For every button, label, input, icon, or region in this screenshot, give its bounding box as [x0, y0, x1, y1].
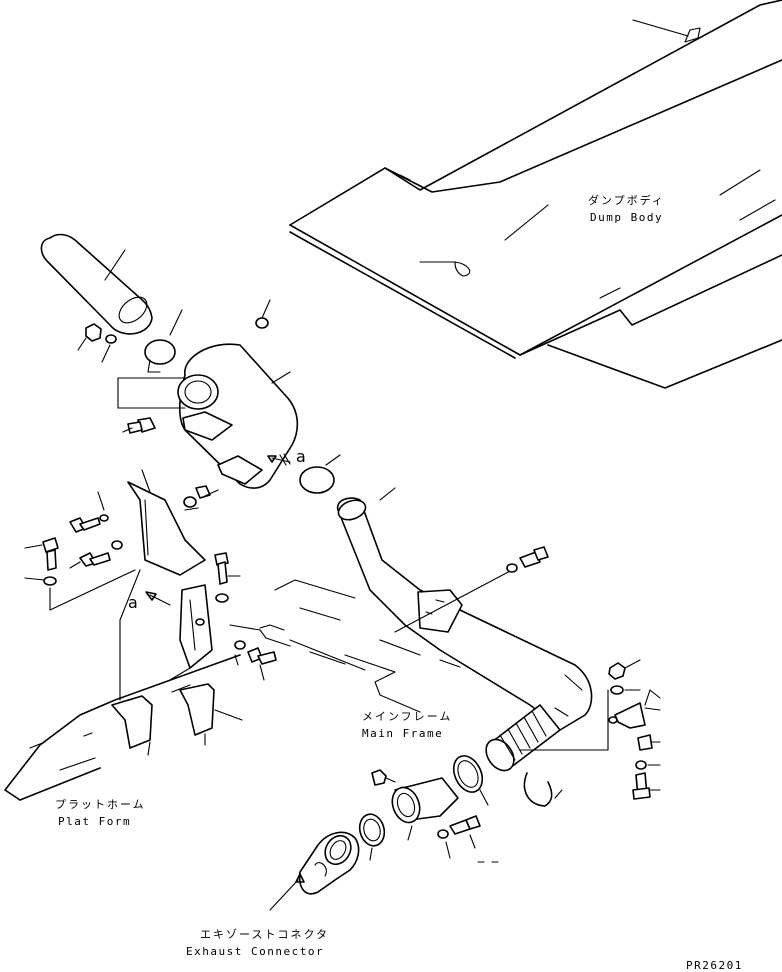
bolts-left-side [69, 491, 123, 569]
connector-clamp [452, 755, 489, 806]
arrow-marker-a-left [145, 591, 171, 606]
gasket [358, 813, 386, 861]
arrow-marker-a-top [267, 453, 291, 466]
plat-form-en-label: Plat Form [58, 815, 131, 828]
dump-body [289, 0, 782, 389]
front-exhaust-pipe [336, 487, 593, 731]
dump-body-en-label: Dump Body [590, 211, 663, 224]
dump-body-jp-label: ダンプボディ [588, 193, 665, 207]
muffler-brackets [117, 377, 263, 485]
right-side-bracket-parts [519, 659, 661, 800]
bolts-near-stand [214, 552, 277, 681]
marker-a-left-label: a [128, 593, 138, 612]
exhaust-connector-en-label: Exhaust Connector [186, 945, 324, 958]
nut-and-washer [77, 323, 117, 363]
tail-pipe [40, 233, 153, 335]
main-frame-jp-label: メインフレーム [362, 710, 452, 723]
exhaust-connector-jp-label: エキゾーストコネクタ [200, 928, 329, 941]
exhaust-connector [269, 831, 360, 911]
main-frame-en-label: Main Frame [362, 727, 443, 740]
exhaust-flange [371, 769, 459, 841]
lower-stand-bracket [169, 584, 213, 681]
bolt-far-left [24, 537, 136, 611]
pipe-clamp-upper [144, 309, 183, 373]
connector-bolt [437, 815, 481, 859]
flexible-hose [485, 704, 561, 772]
muffler [177, 299, 299, 489]
pipe-clamp-middle [299, 454, 341, 494]
u-bolt [523, 772, 563, 807]
platform [4, 569, 243, 801]
main-frame [229, 579, 461, 713]
drawing-number: PR26201 [686, 959, 743, 972]
muffler-stand [127, 469, 219, 576]
marker-a-top-label: a [296, 447, 306, 466]
bolt-front-pipe [506, 546, 549, 573]
bolt-upper-left [122, 417, 156, 434]
plat-form-jp-label: プラットホーム [55, 798, 146, 811]
